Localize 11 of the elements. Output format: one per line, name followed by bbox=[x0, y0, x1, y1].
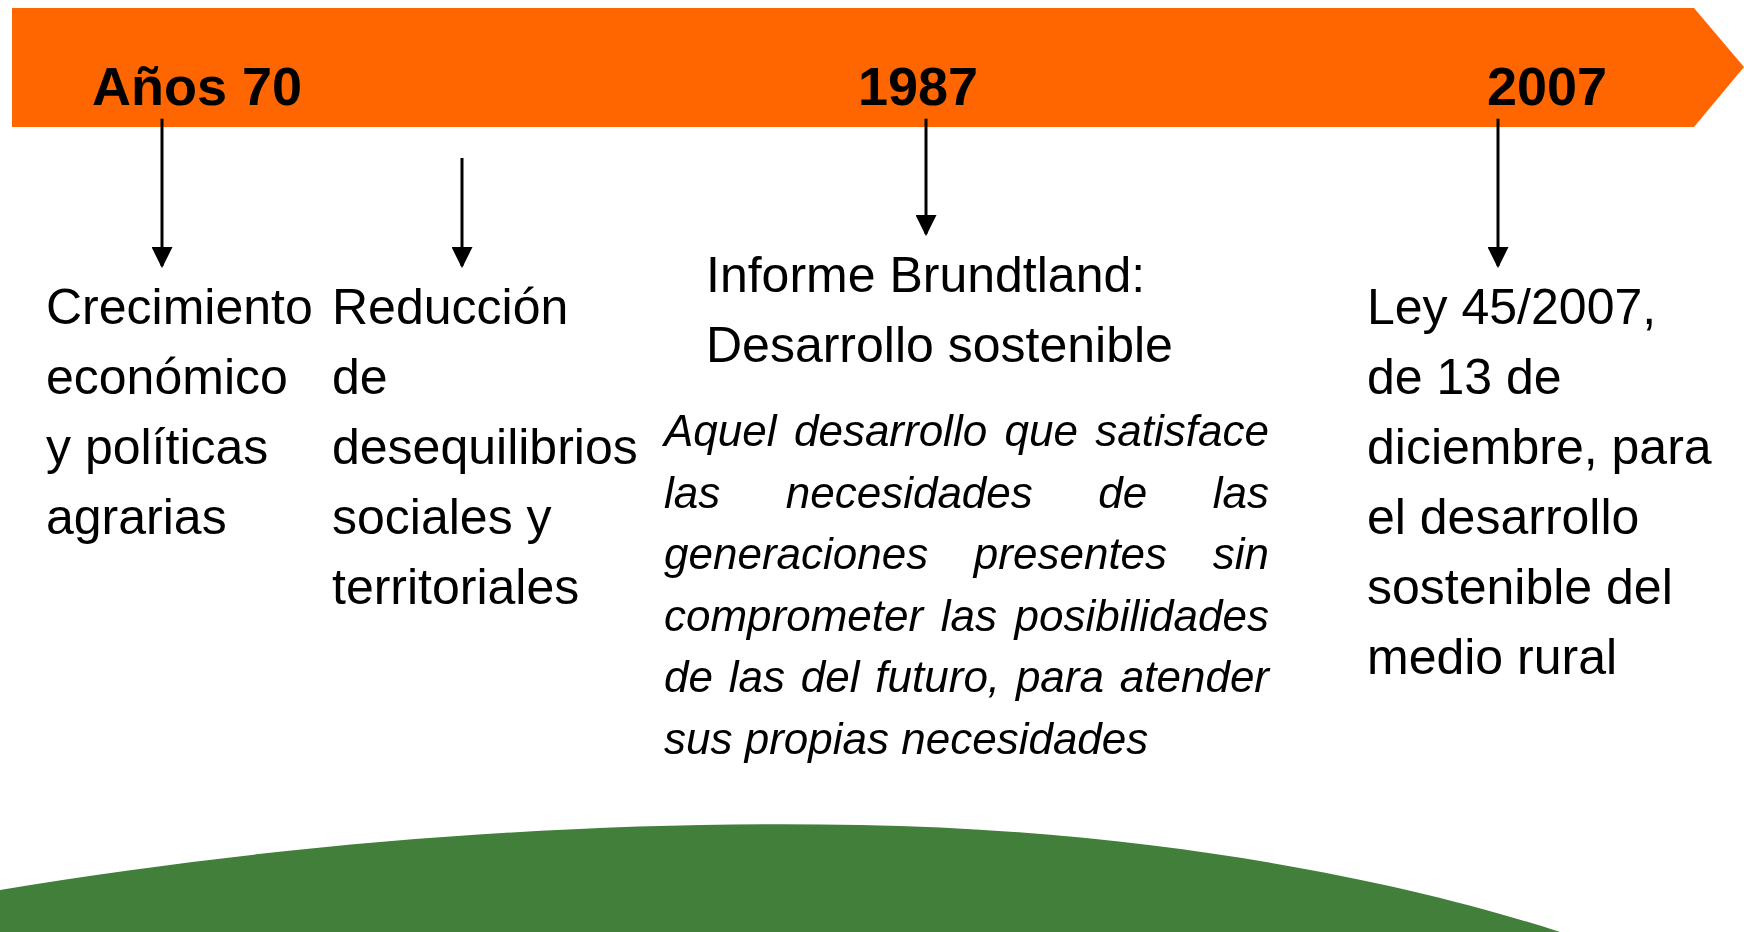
arrow bbox=[915, 118, 937, 237]
arrow bbox=[151, 118, 173, 269]
year-label: 1987 bbox=[858, 58, 980, 115]
year-label: 2007 bbox=[1487, 58, 1609, 115]
year-label: Años 70 bbox=[92, 58, 304, 115]
event-text: Ley 45/2007, de 13 de diciembre, para el desarrollo sostenible del medio rural bbox=[1367, 278, 1713, 687]
arrow bbox=[1487, 118, 1509, 269]
definition-text: Aquel desarrollo que satisface las necesidades de las generaciones presentes sin comprometer las posibilidades de las del futuro, para atender sus propias necesidades bbox=[664, 405, 1269, 765]
event-text: Crecimiento económico y políticas agrarias bbox=[46, 278, 314, 547]
arrow bbox=[451, 158, 473, 269]
event-text: Informe Brundtland: Desarrollo sostenible bbox=[705, 246, 1174, 375]
